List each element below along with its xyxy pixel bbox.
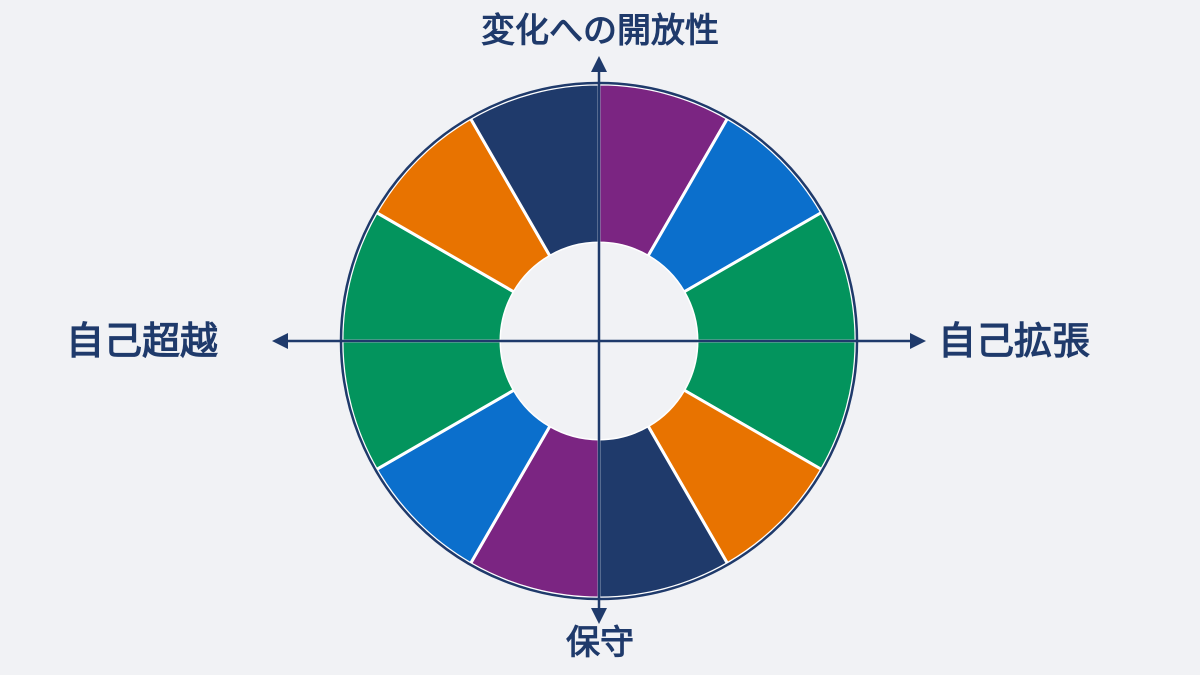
axes xyxy=(272,56,926,624)
axis-label-right: 自己拡張 xyxy=(938,319,1091,363)
arrow-right-icon xyxy=(910,333,926,349)
axis-label-left: 自己超越 xyxy=(66,319,219,363)
axis-label-bottom: 保守 xyxy=(566,623,634,663)
arrow-up-icon xyxy=(591,56,607,72)
arrow-left-icon xyxy=(272,333,288,349)
arrow-down-icon xyxy=(591,608,607,624)
axis-label-top: 変化への開放性 xyxy=(481,11,719,51)
